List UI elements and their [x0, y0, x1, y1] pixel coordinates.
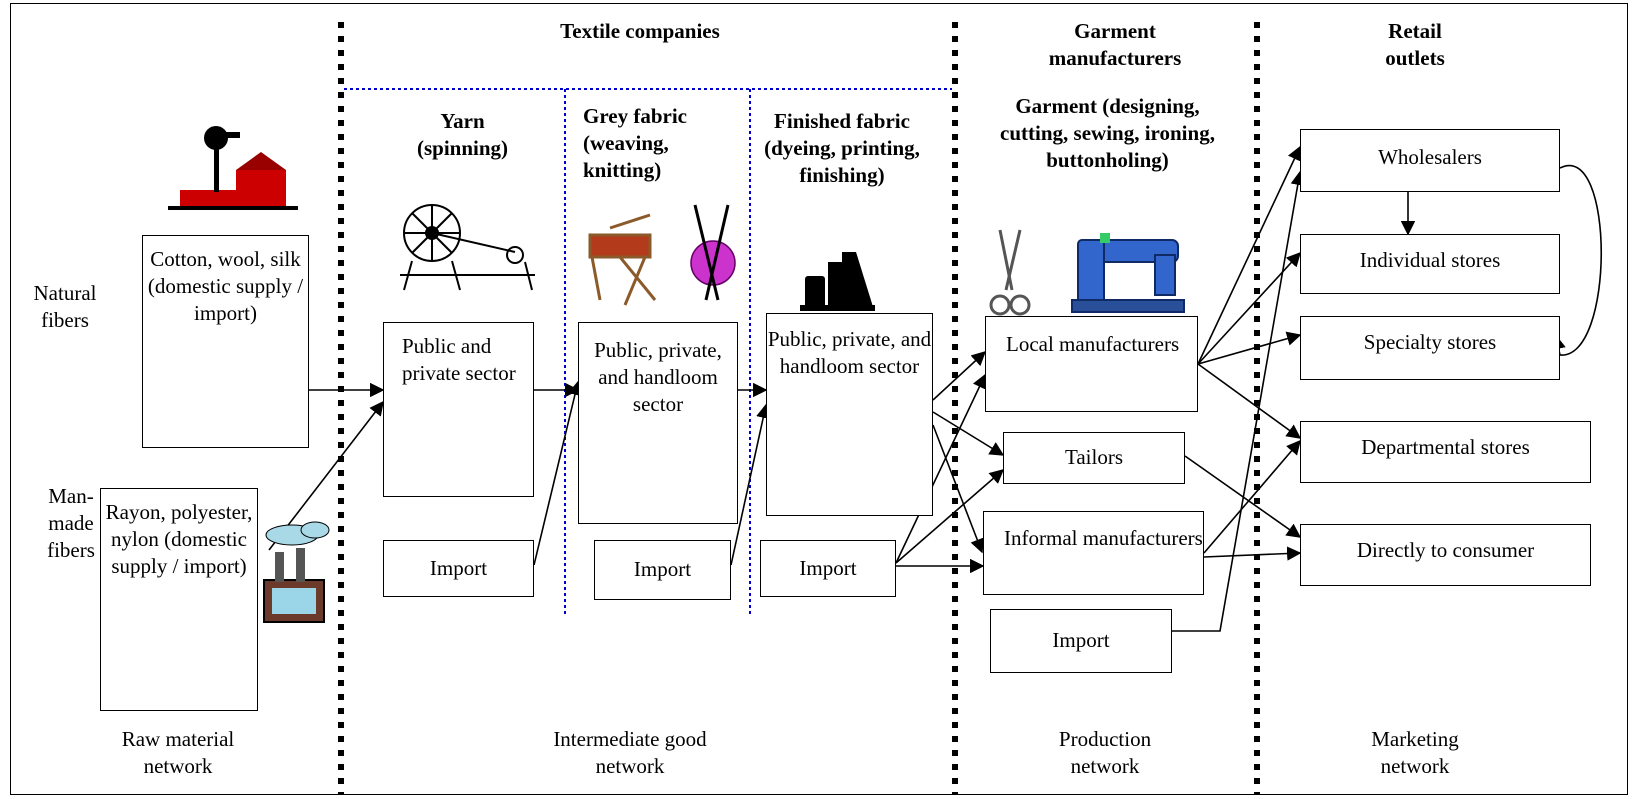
box-individual-text: Individual stores [1359, 248, 1501, 272]
arrow-wholesalers-specialty [1551, 164, 1602, 356]
box-specialty-stores: Specialty stores [1300, 316, 1560, 380]
textile-sub-dividers [344, 88, 952, 615]
arrow-local-individual [1197, 251, 1301, 365]
stage-grey-fabric: Grey fabric (weaving, knitting) [583, 104, 687, 182]
spinning-wheel-icon [400, 204, 535, 291]
label-manmade-fibers: Man-made fibers [47, 484, 95, 562]
box-grey-sector-text: Public, private, and handloom sector [594, 338, 722, 416]
box-specialty-text: Specialty stores [1363, 330, 1497, 354]
arrow-tailors-direct [1184, 455, 1302, 538]
sewing-machine-icon [1071, 233, 1185, 313]
stage-yarn: Yarn (spinning) [416, 109, 509, 160]
box-yarn-import: Import [383, 540, 534, 597]
box-garment-import: Import [990, 609, 1172, 673]
box-local-text: Local manufacturers [1006, 332, 1180, 356]
box-directly-to-consumer: Directly to consumer [1300, 524, 1591, 586]
arrow-fimport-tailors [895, 469, 1005, 564]
box-local-manufacturers: Local manufacturers [985, 316, 1198, 412]
arrow-finished-informal [932, 424, 985, 554]
box-tailors: Tailors [1003, 432, 1185, 484]
box-departmental-stores: Departmental stores [1300, 421, 1591, 483]
box-finished-import: Import [760, 540, 896, 597]
network-production: Production network [1058, 727, 1152, 778]
arrow-greyimport-finished [730, 403, 771, 566]
arrow-gimport-wholesalers [1172, 170, 1305, 632]
box-finished-sector: Public, private, and handloom sector [766, 313, 933, 516]
network-intermediate-good: Intermediate good network [553, 727, 707, 778]
arrow-fimport-local [895, 373, 986, 564]
stage-finished-fabric: Finished fabric (dyeing, printing, finis… [764, 109, 920, 187]
factory-icon [263, 521, 330, 623]
box-rayon-text: Rayon, polyester, nylon (domestic supply… [105, 500, 253, 578]
box-cotton-text: Cotton, wool, silk (domestic supply / im… [147, 247, 304, 325]
diagram-frame [10, 3, 1628, 795]
box-informal-manufacturers: Informal manufacturers [983, 511, 1204, 595]
box-yarn-import-text: Import [429, 556, 488, 580]
column-dividers [338, 22, 1260, 795]
network-marketing: Marketing network [1371, 727, 1459, 778]
flow-arrows [268, 145, 1602, 632]
box-cotton-wool-silk: Cotton, wool, silk (domestic supply / im… [142, 235, 309, 448]
box-tailors-text: Tailors [1064, 445, 1124, 469]
box-wholesalers-text: Wholesalers [1378, 145, 1482, 169]
header-garment-manufacturers: Garment manufacturers [1048, 19, 1182, 70]
arrow-informal-direct [1203, 546, 1302, 561]
arrow-local-wholesalers [1197, 145, 1302, 365]
box-rayon-polyester-nylon: Rayon, polyester, nylon (domestic supply… [100, 488, 258, 711]
arrow-local-departmental [1197, 363, 1302, 439]
arrow-informal-departmental [1203, 439, 1301, 554]
dye-bottles-icon [800, 252, 875, 311]
box-yarn-sector-text: Public and private sector [402, 334, 516, 385]
box-garment-import-text: Import [1052, 628, 1110, 652]
label-natural-fibers: Natural fibers [33, 281, 97, 332]
knitting-icon [690, 204, 736, 301]
arrow-yarnimport-grey [533, 380, 582, 566]
box-grey-import-text: Import [633, 557, 692, 581]
box-wholesalers: Wholesalers [1300, 129, 1560, 192]
network-raw-material: Raw material network [121, 727, 235, 778]
box-yarn-sector: Public and private sector [383, 322, 534, 497]
scissors-icon [989, 229, 1031, 316]
box-finished-import-text: Import [799, 556, 857, 580]
box-grey-import: Import [594, 540, 731, 600]
farm-icon [168, 126, 298, 210]
box-individual-stores: Individual stores [1300, 234, 1560, 294]
box-departmental-text: Departmental stores [1361, 435, 1530, 459]
box-grey-sector: Public, private, and handloom sector [578, 322, 738, 524]
arrow-local-specialty [1197, 331, 1302, 365]
header-textile-companies: Textile companies [560, 19, 720, 43]
stage-garment: Garment (designing, cutting, sewing, iro… [1000, 94, 1215, 172]
arrow-finished-local [932, 351, 987, 401]
loom-icon [588, 213, 657, 306]
box-finished-sector-text: Public, private, and handloom sector [767, 327, 932, 378]
arrow-finished-tailors [932, 411, 1005, 456]
box-informal-text: Informal manufacturers [1004, 526, 1203, 550]
box-direct-text: Directly to consumer [1356, 538, 1535, 562]
header-retail-outlets: Retail outlets [1385, 19, 1445, 70]
